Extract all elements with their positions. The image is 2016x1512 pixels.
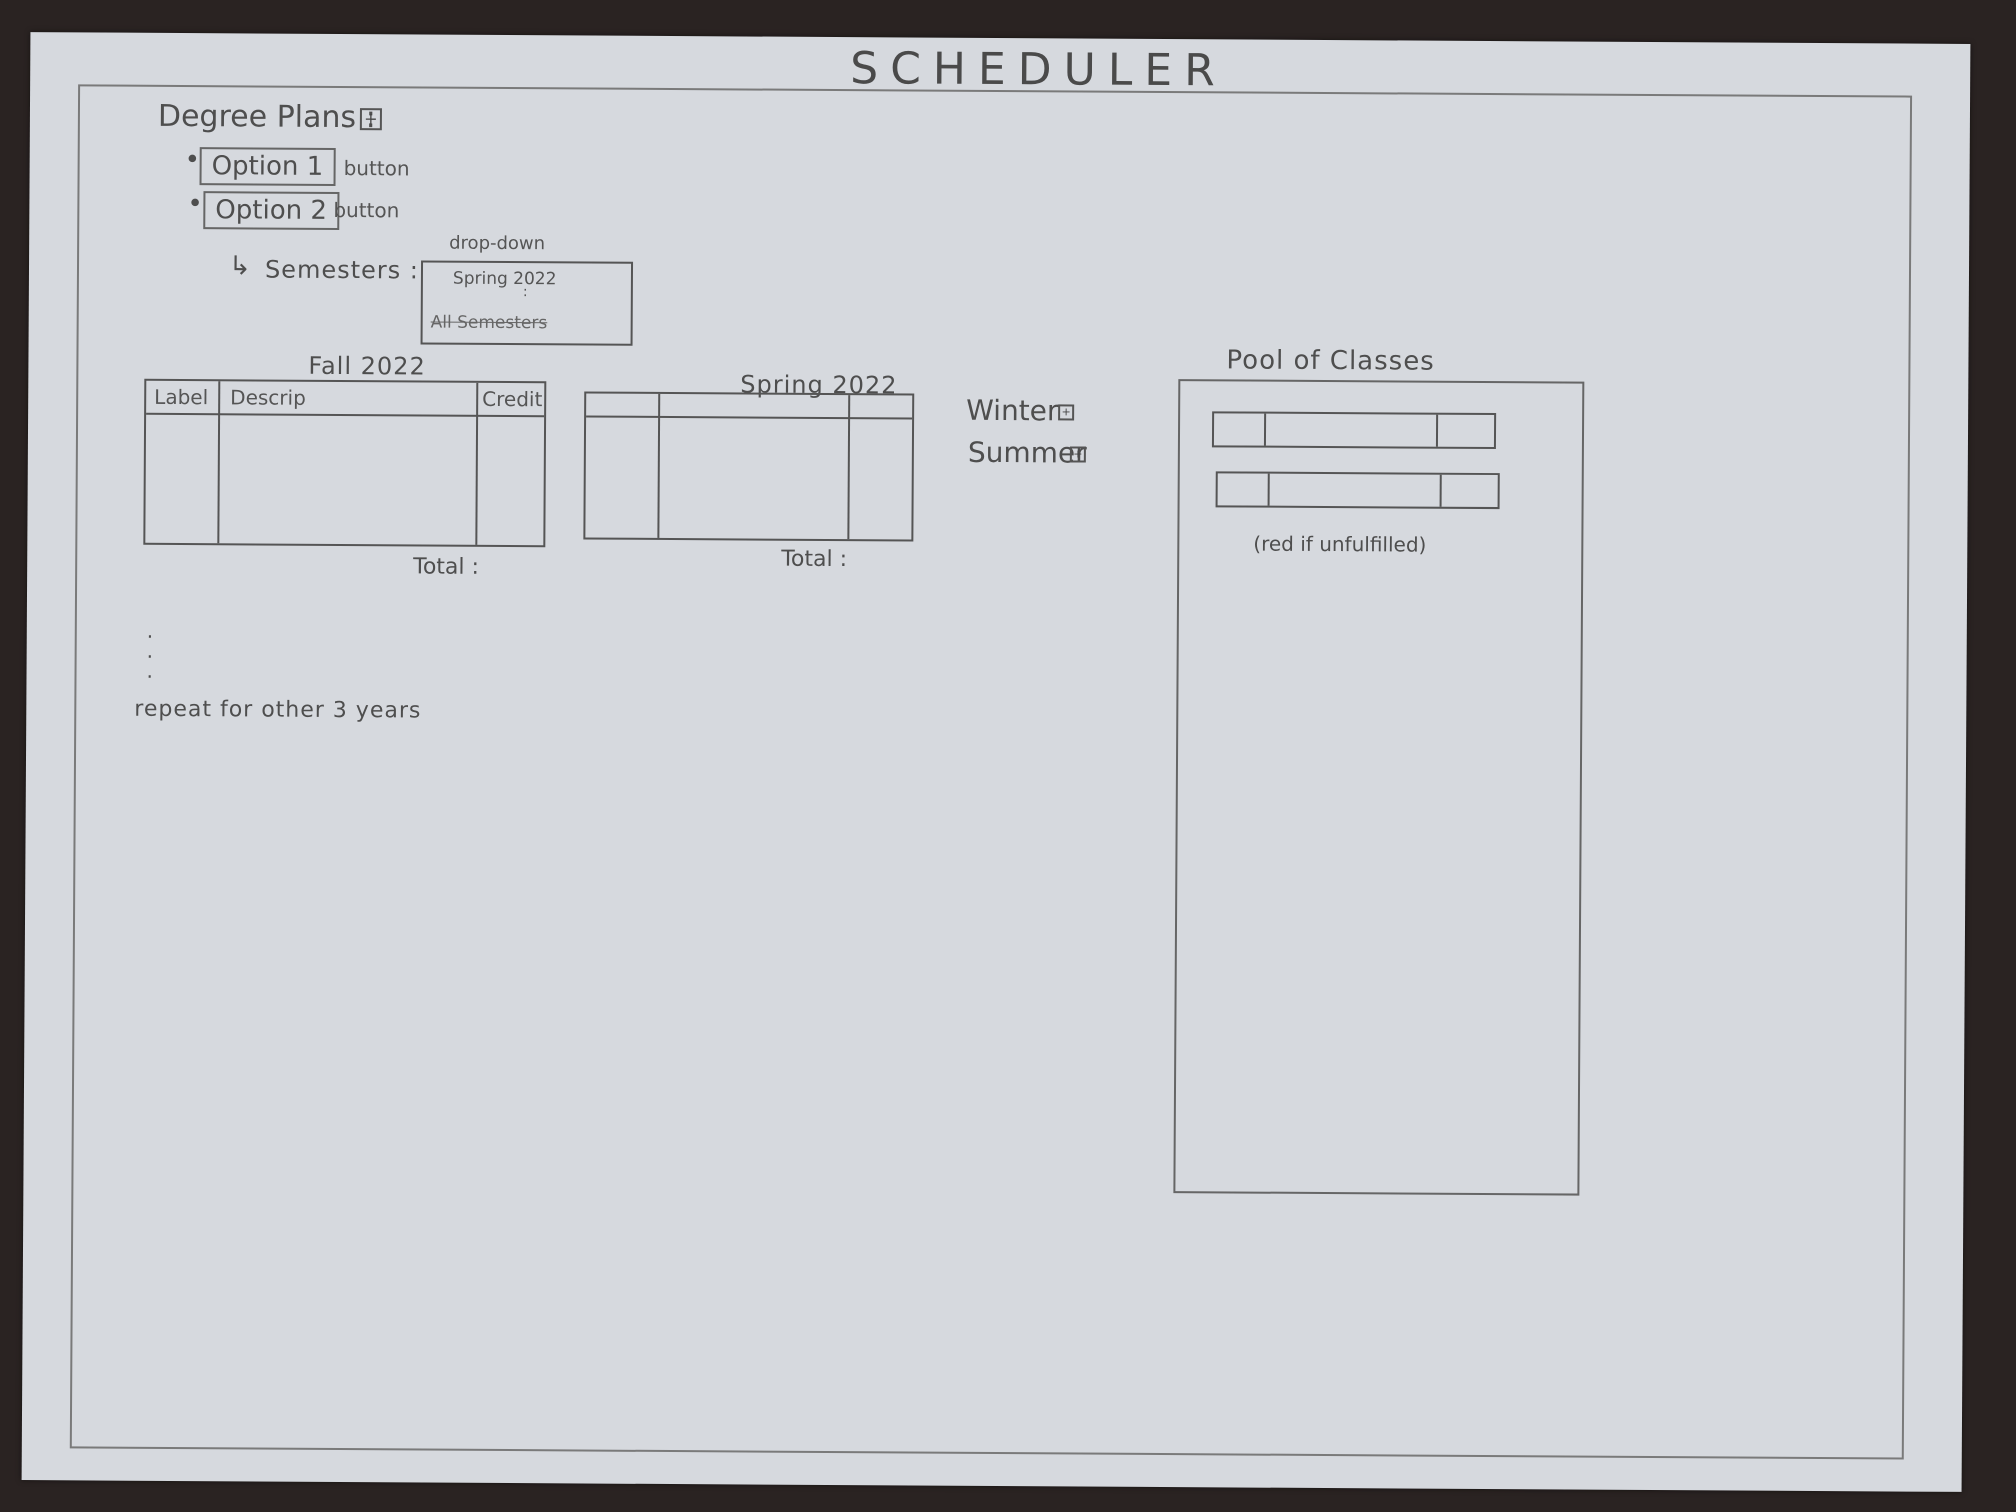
option-1-bullet: • [184,145,201,176]
column-header-descrip: Descrip [230,385,306,410]
column-divider [475,382,479,545]
paper-sheet: SCHEDULER Degree Plans : + • Option 1 bu… [21,32,1971,1492]
repeat-ellipsis: . . . [146,618,154,683]
option-1-note: button [343,156,410,181]
winter-label: Winter [966,393,1059,428]
add-summer-icon[interactable]: + [1069,446,1086,463]
arrow-icon: ↳ [228,251,251,282]
semesters-label: Semesters : [264,255,419,285]
column-divider [657,393,661,538]
total-label-spring: Total : [781,546,848,573]
pool-title: Pool of Classes [1226,345,1435,377]
repeat-note: repeat for other 3 years [134,696,422,724]
option-2-bullet: • [187,189,203,220]
column-divider [847,395,851,540]
dropdown-selected-value[interactable]: Spring 2022 [452,268,557,290]
class-item[interactable] [1211,411,1497,450]
column-divider [217,381,221,544]
class-item-divider [1439,474,1442,507]
class-item-divider [1267,473,1270,506]
app-title: SCHEDULER [850,43,1227,97]
semester-title-fall: Fall 2022 [308,351,426,381]
option-2-button[interactable]: Option 2 [203,191,340,230]
class-item-divider [1263,413,1267,446]
class-item-divider [1435,414,1439,447]
dropdown-struck-option[interactable]: All Semesters [430,312,548,334]
dropdown-ellipsis: : [522,284,528,301]
class-item[interactable] [1215,471,1500,510]
semester-dropdown[interactable]: Spring 2022 : All Semesters [420,260,634,346]
dropdown-note: drop-down [449,232,546,255]
app-window-frame [69,84,1913,1460]
option-2-note: button [333,197,400,223]
add-winter-icon[interactable]: + [1058,404,1075,421]
add-degree-plan-icon[interactable]: + [359,108,382,131]
column-header-label: Label [154,384,209,410]
semester-table-fall[interactable]: Label Descrip Credit [143,378,547,548]
pool-of-classes-panel[interactable]: (red if unfulfilled) [1173,379,1585,1196]
degree-plans-label: Degree Plans : [157,98,376,136]
semester-table-spring[interactable] [583,391,915,542]
table-header [586,393,913,420]
option-1-button[interactable]: Option 1 [199,147,336,186]
column-header-credit: Credit [482,386,543,412]
pool-note: (red if unfulfilled) [1253,531,1427,557]
total-label-fall: Total : [413,554,480,580]
